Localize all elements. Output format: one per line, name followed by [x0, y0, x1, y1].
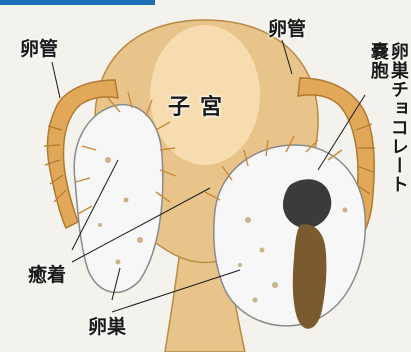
ovary-right	[214, 145, 366, 326]
label-adhesion: 癒着	[28, 266, 66, 285]
label-oviduct-left: 卵管	[20, 40, 58, 59]
label-cyst-col2: 卵巣チョコレート	[388, 42, 407, 194]
label-uterus: 子宮	[168, 97, 232, 119]
label-cyst-col1: 嚢胞	[368, 42, 387, 80]
label-ovary: 卵巣	[88, 318, 126, 337]
label-oviduct-right: 卵管	[268, 20, 306, 39]
